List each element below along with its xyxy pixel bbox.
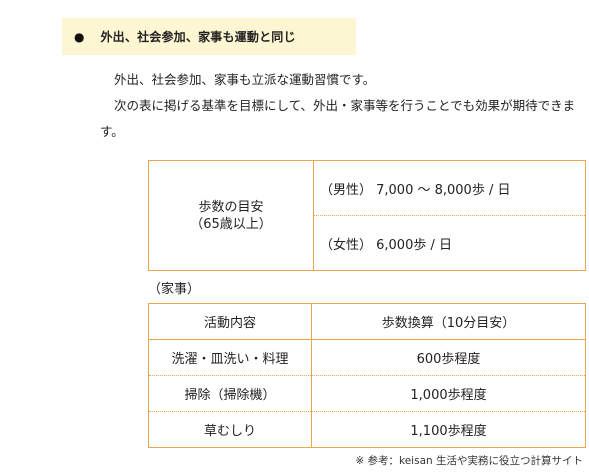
steps-goal-female: （女性） 6,000歩 / 日 — [313, 215, 586, 271]
steps-goal-label-age: （65歳以上） — [190, 216, 272, 232]
activity-cell: 草むしり — [148, 411, 312, 448]
table-row: 掃除（掃除機） 1,000歩程度 — [148, 375, 586, 412]
section-heading: ● 外出、社会参加、家事も運動と同じ — [62, 18, 356, 55]
steps-goal-label: 歩数の目安 （65歳以上） — [148, 160, 314, 271]
housework-section-label: （家事） — [148, 282, 201, 297]
activity-cell: 洗濯・皿洗い・料理 — [148, 339, 312, 376]
steps-goal-table: 歩数の目安 （65歳以上） （男性） 7,000 ～ 8,000歩 / 日 （女… — [148, 160, 586, 271]
steps-goal-row-male: 歩数の目安 （65歳以上） （男性） 7,000 ～ 8,000歩 / 日 — [148, 160, 586, 271]
intro-line-1: 外出、社会参加、家事も立派な運動習慣です。 — [114, 72, 376, 87]
steps-cell: 1,100歩程度 — [311, 411, 586, 448]
steps-goal-label-title: 歩数の目安 — [198, 199, 264, 215]
section-title: 外出、社会参加、家事も運動と同じ — [100, 30, 296, 44]
table-row: 草むしり 1,100歩程度 — [148, 411, 586, 448]
source-note: ※ 参考：keisan 生活や実務に役立つ計算サイト — [355, 455, 583, 467]
steps-cell: 1,000歩程度 — [311, 375, 586, 412]
activity-cell: 掃除（掃除機） — [148, 375, 312, 412]
steps-cell: 600歩程度 — [311, 339, 586, 376]
table-row: 洗濯・皿洗い・料理 600歩程度 — [148, 339, 586, 376]
header-steps: 歩数換算（10分目安） — [311, 303, 586, 340]
intro-line-2: 次の表に掲げる基準を目標にして、外出・家事等を行うことでも効果が期待できます。 — [100, 98, 576, 139]
housework-table-header: 活動内容 歩数換算（10分目安） — [148, 303, 586, 340]
housework-table: 活動内容 歩数換算（10分目安） 洗濯・皿洗い・料理 600歩程度 掃除（掃除機… — [148, 303, 586, 448]
header-activity: 活動内容 — [148, 303, 312, 340]
steps-goal-male: （男性） 7,000 ～ 8,000歩 / 日 — [313, 160, 586, 216]
steps-goal-row-female: （女性） 6,000歩 / 日 — [149, 215, 586, 271]
bullet-icon: ● — [74, 29, 85, 44]
